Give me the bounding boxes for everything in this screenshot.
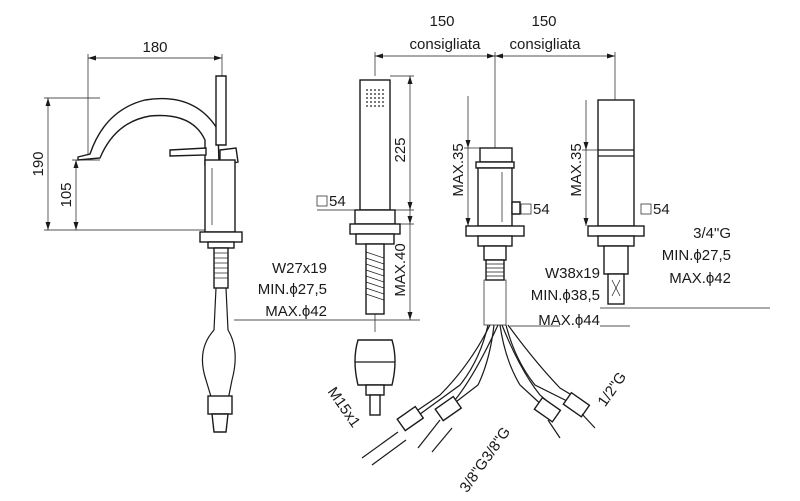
mixer-union-label: W38x19 [545, 265, 600, 282]
hand-shower-height-label: 225 [392, 137, 409, 162]
dist-1-value: 150 [429, 13, 454, 30]
hose-m15-label: M15x1 [324, 384, 364, 431]
hand-shower-base-label: 54 [329, 193, 346, 210]
diverter-min-label: MIN.ϕ27,5 [662, 247, 731, 264]
distance-dimensions: 150 consigliata 150 consigliata [374, 13, 616, 100]
hose-38b-label: 3/8"G [456, 455, 492, 496]
hs-min-label: MIN.ϕ27,5 [258, 281, 327, 298]
spout-height-label: 105 [58, 182, 75, 207]
diverter-max-label: MAX.35 [568, 143, 585, 196]
spout-reach-label: 180 [142, 39, 167, 56]
mixer-base-label: 54 [533, 201, 550, 218]
diverter-max-d-label: MAX.ϕ42 [669, 270, 731, 287]
hose-12-label: 1/2"G [594, 369, 630, 410]
hand-shower-view: 225 MAX.40 54 W27x19 MIN.ϕ27,5 MAX.ϕ42 [234, 75, 420, 416]
dist-2-label: consigliata [510, 36, 582, 53]
hose-38a-label: 3/8"G [478, 424, 514, 465]
diverter-view: MAX.35 54 3/4"G MIN.ϕ27,5 MAX.ϕ42 [568, 99, 770, 327]
hs-max-label: MAX.ϕ42 [265, 303, 327, 320]
mixer-min-label: MIN.ϕ38,5 [531, 287, 600, 304]
total-height-label: 190 [30, 151, 47, 176]
mixer-max-d-label: MAX.ϕ44 [538, 312, 600, 329]
diverter-thread-label: 3/4"G [693, 225, 731, 242]
dist-2-value: 150 [531, 13, 556, 30]
hand-shower-max-label: MAX.40 [392, 243, 409, 296]
hs-union-label: W27x19 [272, 260, 327, 277]
mixer-max-label: MAX.35 [450, 143, 467, 196]
dist-1-label: consigliata [410, 36, 482, 53]
diverter-base-label: 54 [653, 201, 670, 218]
mixer-view: MAX.35 54 W38x19 MIN.ϕ38,5 MAX.ϕ44 M15x1… [324, 96, 630, 496]
spout-view: 180 190 105 [30, 39, 243, 433]
